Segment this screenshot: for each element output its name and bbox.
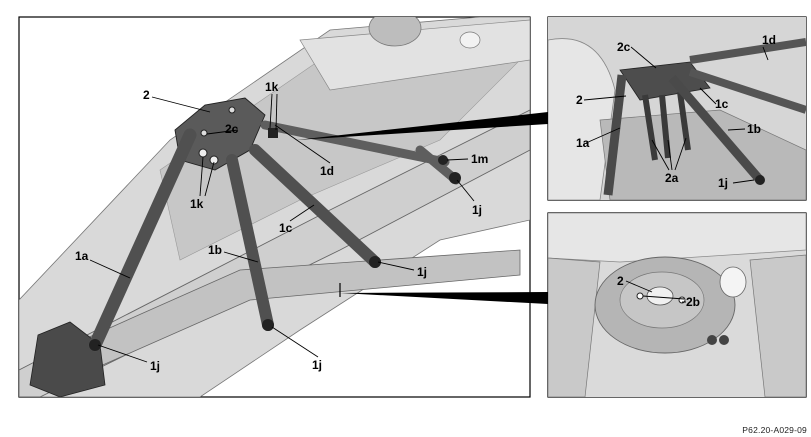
callout-1j: 1j: [150, 359, 160, 373]
joint-1j: [369, 256, 381, 268]
strut-1c: [249, 144, 381, 268]
bolt-1k: [209, 155, 219, 165]
detail-view-top: 2c 1d 2 1c 1a 1b 2a 1j: [547, 16, 807, 201]
joint-1j: [89, 339, 101, 351]
strut-1b: [226, 154, 274, 331]
mount-bracket: [29, 321, 106, 397]
center-hole: [646, 286, 674, 306]
callout-1j: 1j: [718, 176, 728, 190]
callout-1d: 1d: [320, 164, 334, 178]
callout-1j: 1j: [417, 265, 427, 279]
main-view: 2 1k 2c 1d 1m 1j 1k 1c 1a 1b 1j 1j 1j: [18, 16, 531, 398]
callout-1c: 1c: [715, 97, 729, 111]
callout-2: 2: [617, 274, 624, 288]
pointer-wedge-bottom: [340, 292, 548, 304]
bolt-1k: [198, 148, 208, 158]
callout-1k-left: 1k: [190, 197, 204, 211]
bolt-1k-top: [268, 128, 278, 138]
side-hole: [719, 266, 747, 298]
strut-2a: [659, 94, 671, 159]
strut-2a: [677, 91, 691, 151]
hole-2b: [636, 292, 644, 300]
grommet: [719, 335, 729, 345]
callout-2: 2: [143, 88, 150, 102]
pin-2c: [228, 106, 236, 114]
strut-1d: [689, 38, 806, 64]
side-panel-right: [749, 254, 806, 397]
side-panel-left: [548, 257, 601, 397]
joint-1j: [755, 175, 765, 185]
pin-2c: [200, 129, 208, 137]
callout-2c: 2c: [617, 40, 631, 54]
joint-1m: [438, 155, 448, 165]
callout-1d: 1d: [762, 33, 776, 47]
callout-1j: 1j: [312, 358, 322, 372]
strut-1b: [668, 75, 764, 183]
callout-2: 2: [576, 93, 583, 107]
fixture-plate: [174, 97, 266, 171]
wheel-well-hole: [459, 31, 481, 49]
strut-1a: [88, 128, 197, 352]
grommet: [707, 335, 717, 345]
callout-2a: 2a: [665, 171, 679, 185]
callout-1c: 1c: [279, 221, 293, 235]
strut-1d: [260, 120, 450, 167]
main-leaders: [89, 93, 475, 363]
wheel-well: [368, 17, 422, 47]
callout-1j: 1j: [472, 203, 482, 217]
callout-1a: 1a: [576, 136, 590, 150]
callout-1m: 1m: [471, 152, 488, 166]
upper-rail: [548, 213, 806, 263]
callout-2b: 2b: [686, 295, 700, 309]
detail-top-leaders: [583, 46, 769, 184]
strut-1c: [688, 68, 806, 114]
reference-code: P62.20-A029-09: [742, 425, 807, 435]
callout-1b: 1b: [747, 122, 761, 136]
joint-1j: [262, 319, 274, 331]
callout-1a: 1a: [75, 249, 89, 263]
callout-2c: 2c: [225, 122, 239, 136]
pointer-wedge-top: [296, 112, 548, 140]
callout-1b: 1b: [208, 243, 222, 257]
strut-2a: [642, 94, 658, 161]
detail-bottom-leaders: [625, 280, 686, 303]
detail-view-bottom: 2 2b: [547, 212, 807, 398]
callout-1k-top: 1k: [265, 80, 279, 94]
strut-1a: [603, 74, 627, 196]
